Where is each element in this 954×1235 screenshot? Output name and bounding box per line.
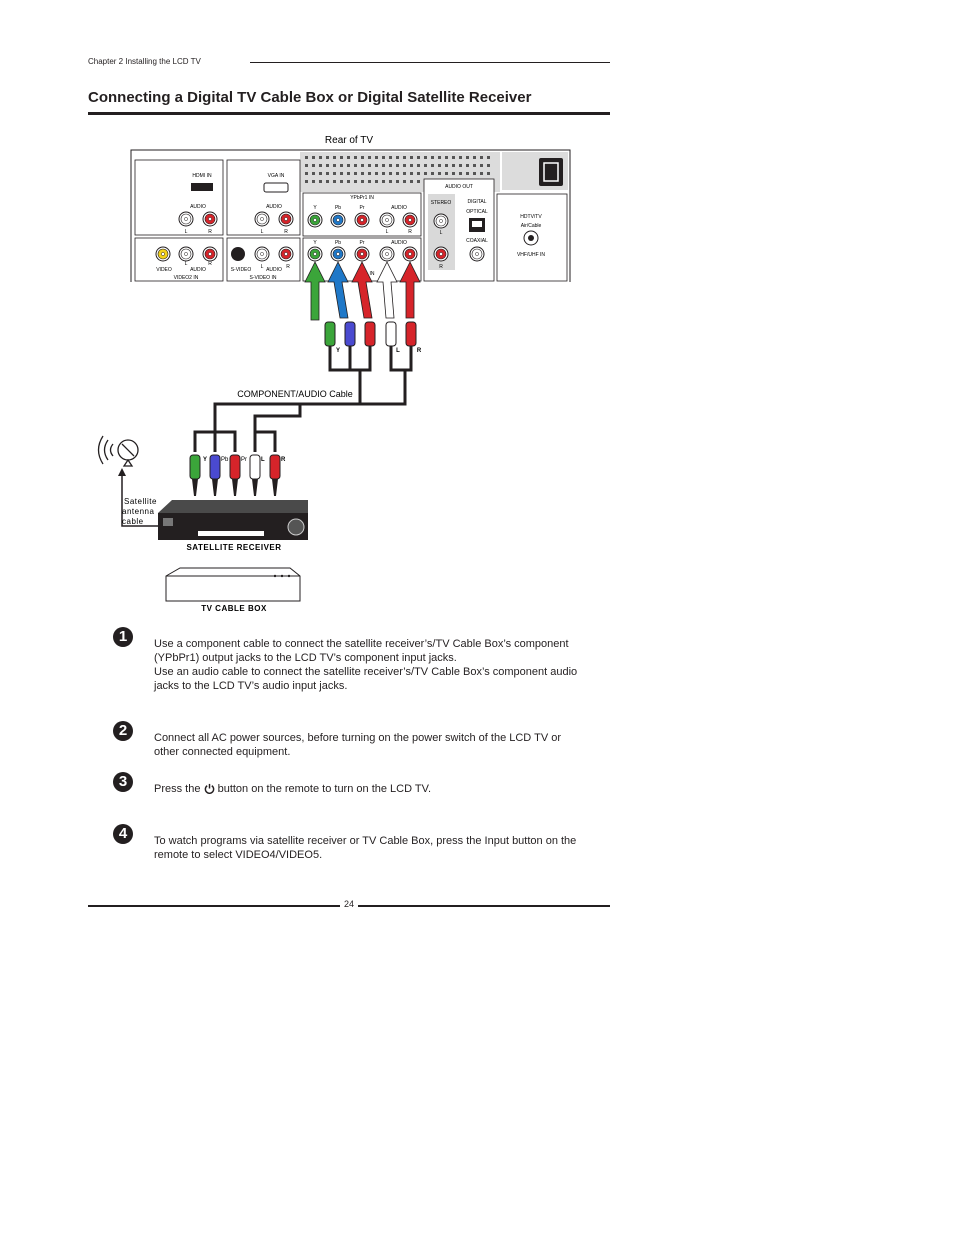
tv-back-panel bbox=[130, 149, 571, 282]
chapter-header: Chapter 2 Installing the LCD TV bbox=[88, 57, 201, 66]
svg-text:R: R bbox=[281, 457, 286, 463]
step-3-text: Press the button on the remote to turn o… bbox=[154, 783, 432, 795]
svg-text:AUDIO: AUDIO bbox=[391, 205, 407, 211]
svg-text:AUDIO: AUDIO bbox=[190, 267, 206, 273]
svg-text:AUDIO: AUDIO bbox=[391, 240, 407, 246]
tv-side-plugs: Y L R bbox=[324, 321, 422, 354]
satellite-antenna-cable-label: Satellite antenna cable bbox=[122, 497, 157, 526]
svg-text:VHF/UHF IN: VHF/UHF IN bbox=[517, 252, 545, 258]
svg-text:Pr: Pr bbox=[360, 240, 365, 246]
svg-text:Y: Y bbox=[313, 205, 317, 211]
svg-text:L: L bbox=[386, 229, 389, 235]
svg-text:R: R bbox=[208, 261, 212, 267]
svg-text:R: R bbox=[417, 348, 422, 354]
svg-text:COAXIAL: COAXIAL bbox=[466, 238, 488, 244]
component-audio-cable bbox=[193, 346, 413, 452]
step-3-icon: 3 bbox=[113, 772, 133, 792]
svg-text:Pb: Pb bbox=[221, 457, 229, 463]
arrow-red bbox=[351, 261, 373, 319]
s-video-port-icon bbox=[231, 247, 245, 261]
vga-port-icon bbox=[263, 182, 289, 193]
step-1-text: Use a component cable to connect the sat… bbox=[154, 638, 578, 692]
step-1-icon: 1 bbox=[113, 627, 133, 647]
footer-rule-right bbox=[358, 905, 610, 907]
svg-text:AUDIO: AUDIO bbox=[266, 267, 282, 273]
svg-text:L: L bbox=[185, 261, 188, 267]
svg-text:HDMI IN: HDMI IN bbox=[192, 173, 212, 179]
step-2-text: Connect all AC power sources, before tur… bbox=[154, 732, 562, 758]
arrow-red-audio bbox=[399, 261, 421, 319]
svg-text:antenna: antenna bbox=[122, 507, 154, 516]
connection-diagram: Rear of TV HDMI IN AUDIO L R VGA IN AUDI… bbox=[97, 135, 571, 613]
svg-text:OPTICAL: OPTICAL bbox=[466, 209, 488, 215]
footer-rule-left bbox=[88, 905, 340, 907]
svg-text:Pb: Pb bbox=[335, 205, 341, 211]
svg-text:R: R bbox=[286, 264, 290, 270]
svg-text:YPbPr1 IN: YPbPr1 IN bbox=[350, 195, 374, 201]
tv-cable-box-label: TV CABLE BOX bbox=[201, 604, 267, 613]
step-4-icon: 4 bbox=[113, 824, 133, 844]
svg-text:L: L bbox=[261, 264, 264, 270]
satellite-receiver-icon bbox=[158, 500, 308, 540]
svg-text:S-VIDEO IN: S-VIDEO IN bbox=[250, 275, 277, 281]
svg-text:Pr: Pr bbox=[360, 205, 365, 211]
svg-text:Y: Y bbox=[336, 348, 340, 354]
arrow-green bbox=[304, 261, 326, 321]
svg-text:DIGITAL: DIGITAL bbox=[467, 199, 486, 205]
title-rule bbox=[88, 112, 610, 115]
svg-text:AUDIO: AUDIO bbox=[266, 204, 282, 210]
svg-text:Satellite: Satellite bbox=[124, 497, 157, 506]
svg-text:R: R bbox=[284, 229, 288, 235]
svg-text:R: R bbox=[208, 229, 212, 235]
vent-holes bbox=[305, 156, 490, 183]
svg-text:R: R bbox=[408, 229, 412, 235]
ac-power-socket-icon bbox=[539, 158, 563, 186]
cable-label: COMPONENT/AUDIO Cable bbox=[237, 389, 353, 399]
video2-in-label: VIDEO2 IN bbox=[174, 275, 199, 281]
svg-text:L: L bbox=[261, 457, 265, 463]
svg-text:VGA IN: VGA IN bbox=[268, 173, 285, 179]
svg-text:R: R bbox=[439, 264, 443, 270]
svg-text:AUDIO OUT: AUDIO OUT bbox=[445, 184, 473, 190]
step-4-text: To watch programs via satellite receiver… bbox=[154, 835, 577, 861]
satellite-receiver-label: SATELLITE RECEIVER bbox=[186, 543, 281, 552]
hdmi-port-icon bbox=[191, 183, 213, 191]
header-rule bbox=[250, 62, 610, 63]
page-title: Connecting a Digital TV Cable Box or Dig… bbox=[88, 89, 532, 106]
svg-text:L: L bbox=[440, 230, 443, 236]
svg-text:Y: Y bbox=[203, 457, 207, 463]
svg-text:Air/Cable: Air/Cable bbox=[521, 223, 542, 229]
svg-text:HDTV/TV: HDTV/TV bbox=[520, 214, 542, 220]
svg-text:L: L bbox=[261, 229, 264, 235]
svg-text:Pb: Pb bbox=[335, 240, 341, 246]
svg-text:cable: cable bbox=[122, 517, 144, 526]
step-2-icon: 2 bbox=[113, 721, 133, 741]
svg-text:S-VIDEO: S-VIDEO bbox=[231, 267, 252, 273]
satellite-dish-icon bbox=[97, 435, 139, 467]
antenna-cable-line bbox=[121, 470, 160, 527]
svg-text:L: L bbox=[396, 348, 400, 354]
page-number: 24 bbox=[343, 899, 354, 909]
svg-text:IN: IN bbox=[370, 271, 375, 277]
rear-of-tv-label: Rear of TV bbox=[325, 135, 373, 146]
arrow-blue bbox=[327, 261, 349, 319]
arrow-white bbox=[376, 261, 398, 319]
receiver-side-plugs: Y Pb Pr L R bbox=[189, 454, 286, 496]
tv-cable-box-icon bbox=[165, 567, 301, 602]
svg-text:L: L bbox=[185, 229, 188, 235]
power-icon bbox=[204, 783, 214, 794]
svg-text:Pr: Pr bbox=[241, 457, 247, 463]
svg-text:AUDIO: AUDIO bbox=[190, 204, 206, 210]
svg-text:VIDEO: VIDEO bbox=[156, 267, 172, 273]
svg-text:STEREO: STEREO bbox=[431, 200, 452, 206]
svg-text:Y: Y bbox=[313, 240, 317, 246]
